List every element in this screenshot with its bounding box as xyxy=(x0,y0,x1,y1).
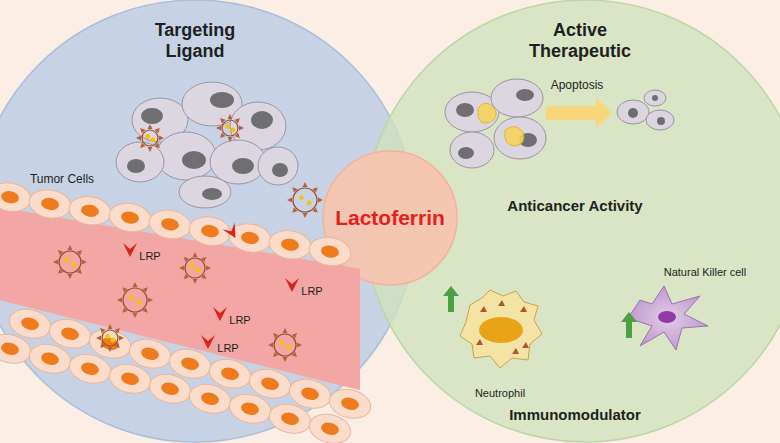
nanoparticle xyxy=(268,328,302,362)
region-title: Active Therapeutic xyxy=(520,20,640,61)
activity-heading: Anticancer Activity xyxy=(507,197,642,214)
region-title: Targeting Ligand xyxy=(130,20,260,61)
center-title: Lactoferrin xyxy=(325,206,455,230)
cell-label: Neutrophil xyxy=(475,387,525,400)
nanoparticle xyxy=(117,282,153,318)
receptor-label: LRP xyxy=(217,342,238,355)
activity-heading: Immunomodulator xyxy=(509,406,641,423)
center-circle: Lactoferrin xyxy=(322,150,458,286)
lrp-receptor xyxy=(123,222,299,349)
nanoparticle xyxy=(96,324,124,352)
cell-label: Natural Killer cell xyxy=(664,266,747,279)
nanoparticle xyxy=(179,252,211,284)
process-label: Apoptosis xyxy=(551,79,604,93)
endothelial-cell xyxy=(306,410,354,443)
receptor-label: LRP xyxy=(229,314,250,327)
receptor-label: LRP xyxy=(139,250,160,263)
nanoparticle xyxy=(136,124,164,152)
nanoparticle xyxy=(53,245,87,279)
receptor-label: LRP xyxy=(301,285,322,298)
nanoparticle xyxy=(216,114,244,142)
cell-label: Tumor Cells xyxy=(30,173,94,187)
